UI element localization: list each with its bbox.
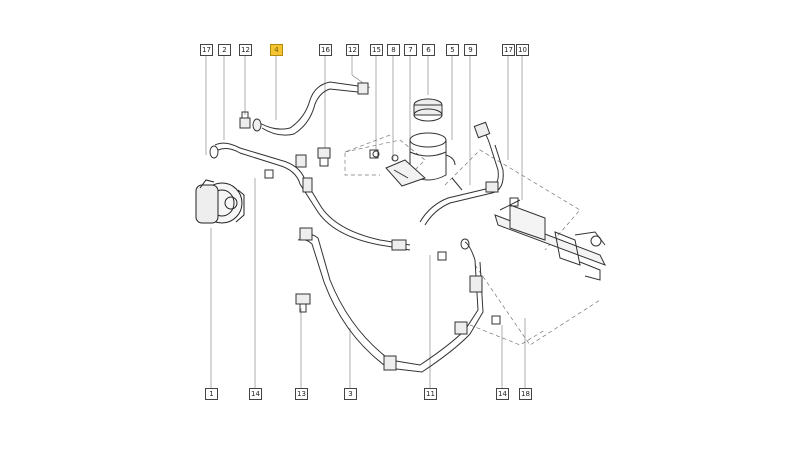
callout-part-7[interactable]: 7 xyxy=(404,44,417,56)
hose-part-4 xyxy=(252,81,369,136)
small-bolts xyxy=(264,149,519,325)
hose-part-3 xyxy=(297,227,484,373)
callout-part-6[interactable]: 6 xyxy=(422,44,435,56)
callout-part-18[interactable]: 18 xyxy=(519,388,532,400)
hose-part-2 xyxy=(209,142,411,251)
callout-part-16[interactable]: 16 xyxy=(319,44,332,56)
callout-part-2[interactable]: 2 xyxy=(218,44,231,56)
clamp-part xyxy=(239,111,251,129)
leader-lines-bottom xyxy=(210,178,526,388)
pump-part xyxy=(195,179,245,224)
bolt-part-16 xyxy=(317,147,331,167)
leader-lines-top xyxy=(205,55,523,200)
sensor-part xyxy=(295,293,311,313)
callout-part-1[interactable]: 1 xyxy=(205,388,218,400)
callout-part-14b[interactable]: 14 xyxy=(496,388,509,400)
callout-part-12[interactable]: 12 xyxy=(346,44,359,56)
callout-part-13[interactable]: 13 xyxy=(295,388,308,400)
reservoir-part xyxy=(409,98,456,181)
dashed-guides xyxy=(344,134,601,346)
steering-rack xyxy=(494,199,607,281)
callout-part-5[interactable]: 5 xyxy=(446,44,459,56)
callout-part-8[interactable]: 8 xyxy=(387,44,400,56)
callout-part-11[interactable]: 11 xyxy=(424,388,437,400)
callout-part-15[interactable]: 15 xyxy=(370,44,383,56)
bracket-part xyxy=(372,150,426,187)
callout-part-10[interactable]: 10 xyxy=(516,44,529,56)
pipe-part-9 xyxy=(419,121,504,226)
callout-part-17[interactable]: 17 xyxy=(200,44,213,56)
callout-part-17b[interactable]: 17 xyxy=(502,44,515,56)
callout-part-14[interactable]: 14 xyxy=(249,388,262,400)
callout-part-4-highlighted[interactable]: 4 xyxy=(270,44,283,56)
callout-part-12b[interactable]: 12 xyxy=(239,44,252,56)
callout-part-3[interactable]: 3 xyxy=(344,388,357,400)
callout-part-9[interactable]: 9 xyxy=(464,44,477,56)
